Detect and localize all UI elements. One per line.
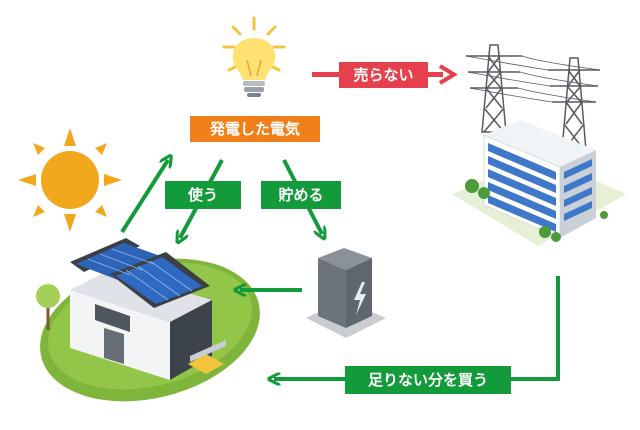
battery-storage-icon — [306, 248, 386, 338]
solar-house-icon — [36, 238, 260, 402]
store-label: 貯める — [261, 181, 341, 209]
office-building-icon — [452, 120, 626, 246]
sun-icon — [18, 128, 122, 232]
arrow-sun-to-power — [120, 160, 168, 234]
light-bulb-icon — [222, 16, 286, 97]
use-label: 使う — [165, 181, 241, 209]
generated-power-label: 発電した電気 — [190, 116, 320, 142]
arrow-grid-to-house — [274, 276, 560, 379]
not-sell-arrow — [312, 64, 458, 85]
not-sell-label: 売らない — [339, 62, 428, 88]
buy-shortfall-label: 足りない分を買う — [345, 366, 511, 394]
